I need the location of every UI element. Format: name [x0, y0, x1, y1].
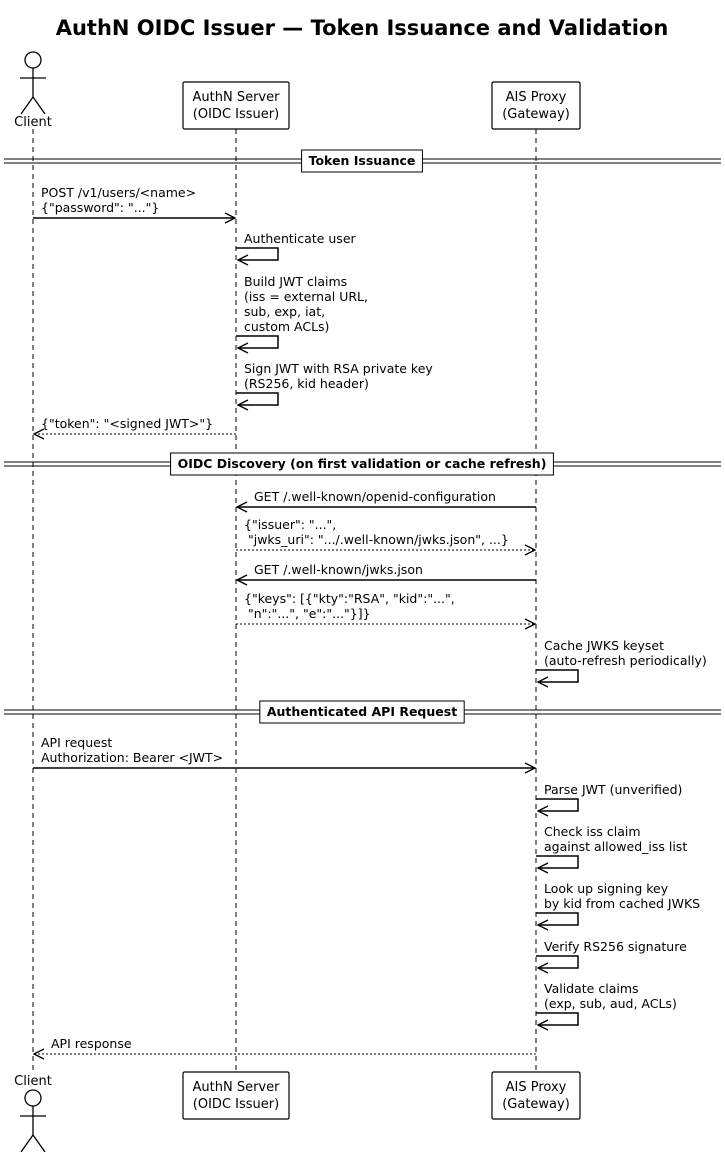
message-label: sub, exp, iat, — [244, 304, 325, 319]
message-self: Sign JWT with RSA private key(RS256, kid… — [236, 361, 433, 405]
message-label: {"keys": [{"kty":"RSA", "kid":"...", — [244, 591, 455, 606]
message-label: GET /.well-known/jwks.json — [254, 562, 423, 577]
message-label: (auto-refresh periodically) — [544, 653, 707, 668]
self-arrow — [536, 955, 579, 968]
message-label: "jwks_uri": ".../.well-known/jwks.json",… — [244, 532, 509, 547]
section-label: Authenticated API Request — [267, 704, 457, 719]
message-reply: {"issuer": "...", "jwks_uri": ".../.well… — [236, 517, 535, 550]
message-label: Authenticate user — [244, 231, 357, 246]
section-box — [301, 149, 423, 173]
message-self: Authenticate user — [236, 231, 357, 260]
section-label: Token Issuance — [309, 153, 416, 168]
message-call: POST /v1/users/<name>{"password": "..."} — [33, 185, 235, 218]
participant-label: AuthN Server — [193, 90, 281, 105]
message-label: POST /v1/users/<name> — [41, 185, 196, 200]
participant-client-bottom: Client — [14, 1074, 52, 1152]
self-arrow — [536, 912, 579, 925]
self-arrow — [536, 1012, 579, 1025]
message-label: Look up signing key — [544, 881, 669, 896]
participant-box — [182, 1071, 290, 1120]
message-label: Authorization: Bearer <JWT> — [41, 750, 223, 765]
participant-client-top: Client — [14, 51, 52, 130]
message-label: Cache JWKS keyset — [544, 638, 664, 653]
participant-box — [491, 81, 581, 130]
message-label: API request — [41, 735, 112, 750]
message-label: API response — [51, 1036, 132, 1051]
participant-label: Client — [14, 1074, 52, 1089]
message-label: against allowed_iss list — [544, 839, 687, 854]
section-divider: Authenticated API Request — [4, 700, 721, 724]
actor-icon — [20, 51, 46, 115]
message-label: GET /.well-known/openid-configuration — [254, 489, 496, 504]
message-label: "n":"...", "e":"..."}]} — [244, 606, 371, 621]
self-arrow — [536, 669, 579, 682]
message-label: Validate claims — [544, 981, 639, 996]
message-self: Verify RS256 signature — [536, 939, 687, 968]
participant-label: AuthN Server — [193, 1080, 281, 1095]
message-label: Verify RS256 signature — [544, 939, 687, 954]
participant-label: (Gateway) — [502, 1097, 570, 1112]
participant-label: Client — [14, 115, 52, 130]
section-divider: OIDC Discovery (on first validation or c… — [4, 452, 721, 476]
message-label: (iss = external URL, — [244, 289, 368, 304]
message-label: Check iss claim — [544, 824, 641, 839]
message-self: Build JWT claims(iss = external URL,sub,… — [236, 274, 368, 348]
message-label: Parse JWT (unverified) — [544, 782, 682, 797]
message-call: GET /.well-known/jwks.json — [237, 562, 536, 580]
message-label: {"password": "..."} — [41, 200, 159, 215]
message-label: custom ACLs) — [244, 319, 329, 334]
participant-label: (Gateway) — [502, 107, 570, 122]
self-arrow — [536, 855, 579, 868]
participant-proxy-top: AIS Proxy (Gateway) — [491, 81, 581, 130]
message-call: GET /.well-known/openid-configuration — [237, 489, 536, 507]
message-label: Build JWT claims — [244, 274, 347, 289]
self-arrow — [536, 798, 579, 811]
message-label: (exp, sub, aud, ACLs) — [544, 996, 677, 1011]
section-box — [170, 452, 554, 476]
section-label: OIDC Discovery (on first validation or c… — [178, 456, 547, 471]
message-label: (RS256, kid header) — [244, 376, 369, 391]
message-label: by kid from cached JWKS — [544, 896, 700, 911]
participant-box — [182, 81, 290, 130]
actor-icon — [20, 1089, 46, 1152]
participant-label: (OIDC Issuer) — [193, 107, 279, 122]
participant-label: AIS Proxy — [506, 1080, 567, 1095]
message-reply: {"keys": [{"kty":"RSA", "kid":"...", "n"… — [236, 591, 535, 624]
participant-label: AIS Proxy — [506, 90, 567, 105]
message-label: {"issuer": "...", — [244, 517, 336, 532]
self-arrow — [236, 335, 279, 348]
self-arrow — [236, 247, 279, 260]
message-reply: API response — [34, 1036, 536, 1054]
section-box — [259, 700, 465, 724]
message-self: Parse JWT (unverified) — [536, 782, 682, 811]
message-reply: {"token": "<signed JWT>"} — [34, 416, 236, 434]
message-self: Validate claims(exp, sub, aud, ACLs) — [536, 981, 677, 1025]
participant-box — [491, 1071, 581, 1120]
participant-proxy-bottom: AIS Proxy (Gateway) — [491, 1071, 581, 1120]
self-arrow — [236, 392, 279, 405]
message-label: Sign JWT with RSA private key — [244, 361, 433, 376]
section-divider: Token Issuance — [4, 149, 721, 173]
message-self: Cache JWKS keyset(auto-refresh periodica… — [536, 638, 707, 682]
participant-label: (OIDC Issuer) — [193, 1097, 279, 1112]
participant-authn-top: AuthN Server (OIDC Issuer) — [182, 81, 290, 130]
diagram-title: AuthN OIDC Issuer — Token Issuance and V… — [56, 16, 669, 40]
message-label: {"token": "<signed JWT>"} — [41, 416, 213, 431]
participant-authn-bottom: AuthN Server (OIDC Issuer) — [182, 1071, 290, 1120]
